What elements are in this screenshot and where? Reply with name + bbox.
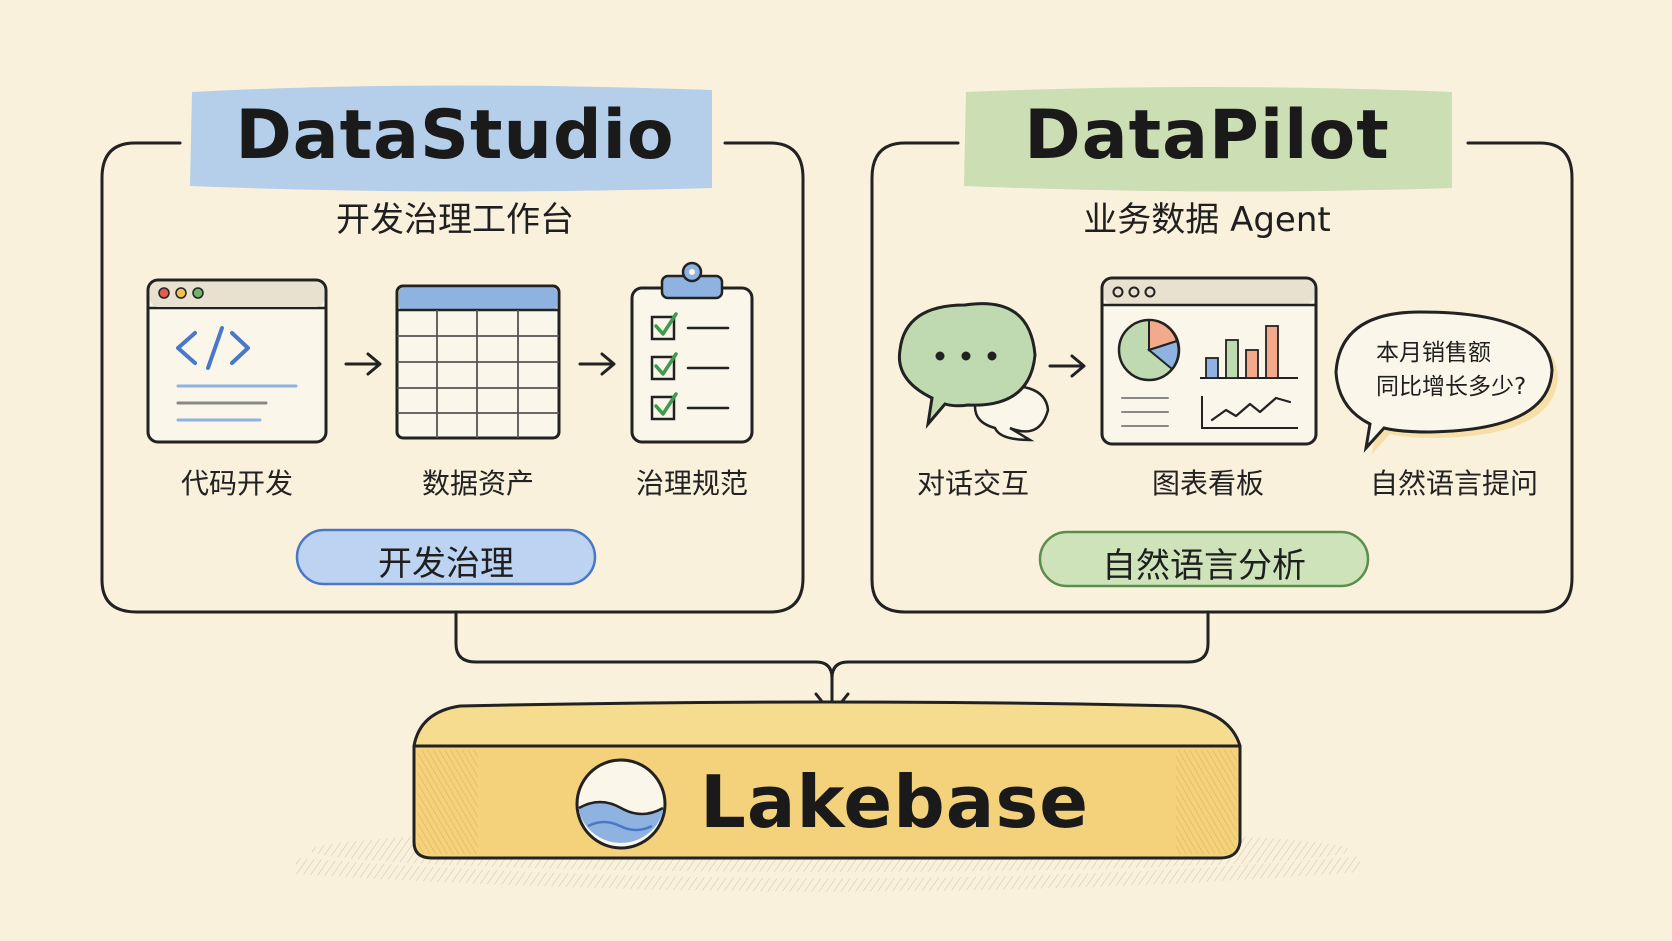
datapilot-pill-label: 自然语言分析 [1102, 546, 1306, 586]
code-window-icon [146, 278, 328, 444]
bubble-line-2: 同比增长多少? [1376, 374, 1527, 400]
step-data-assets: 数据资产 [421, 467, 534, 500]
step-conversation: 对话交互 [916, 467, 1029, 500]
datastudio-title-highlight [190, 85, 712, 192]
lakebase-label: Lakebase [700, 760, 1090, 844]
datapilot-pill [1038, 530, 1370, 588]
datastudio-panel [100, 85, 805, 614]
step-code-dev: 代码开发 [180, 467, 293, 500]
checklist-clipboard-icon [630, 261, 754, 444]
datapilot-title: DataPilot [1024, 96, 1390, 175]
datapilot-subtitle: 业务数据 Agent [1083, 200, 1331, 240]
datastudio-title: DataStudio [235, 96, 675, 175]
arrow-right-icon [344, 352, 382, 376]
question-bubble-icon [1334, 310, 1558, 454]
datastudio-pill-label: 开发治理 [378, 544, 514, 584]
datastudio-subtitle: 开发治理工作台 [336, 200, 574, 240]
bubble-line-1: 本月销售额 [1376, 340, 1491, 366]
table-icon [395, 284, 561, 440]
step-nl-question: 自然语言提问 [1369, 467, 1538, 500]
arrow-right-icon [1048, 354, 1086, 378]
arrow-right-icon [578, 352, 616, 376]
datastudio-pill [295, 528, 597, 586]
dashboard-icon [1100, 276, 1318, 446]
datapilot-title-highlight [964, 87, 1452, 192]
step-governance: 治理规范 [635, 467, 748, 500]
merge-connector [454, 610, 1210, 716]
lake-logo-icon [575, 758, 667, 850]
chat-bubbles-icon [897, 302, 1050, 442]
datapilot-panel [870, 87, 1574, 614]
step-dashboard: 图表看板 [1151, 467, 1264, 500]
